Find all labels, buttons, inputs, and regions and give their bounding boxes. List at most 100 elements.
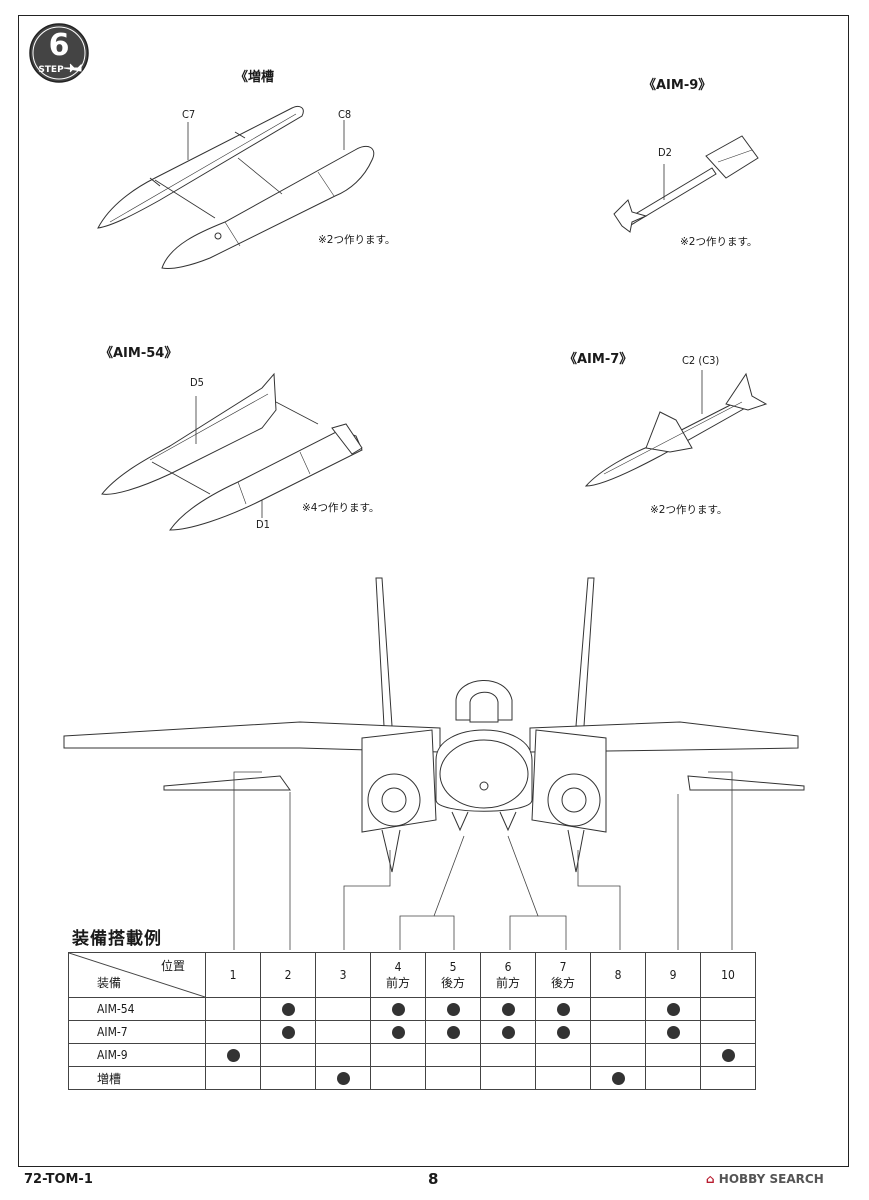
table-cell (260, 997, 316, 1021)
part-label-d2: D2 (658, 146, 672, 159)
note-drop-tank: ※2つ作ります。 (318, 234, 396, 246)
table-cell (205, 997, 261, 1021)
note-aim9: ※2つ作ります。 (680, 236, 758, 248)
note-aim7: ※2つ作ります。 (650, 504, 728, 516)
table-cell (425, 1020, 481, 1044)
table-cell (700, 997, 756, 1021)
table-cell (645, 1066, 701, 1090)
loadout-mark-icon (666, 1026, 680, 1039)
table-cell (315, 997, 371, 1021)
step-badge: 6 STEP (28, 22, 90, 84)
table-cell (535, 1043, 591, 1067)
table-cell (645, 997, 701, 1021)
column-header: 9 (645, 952, 701, 998)
f14-front-view (63, 577, 805, 873)
table-cell (260, 1066, 316, 1090)
station-leader-lines (233, 771, 733, 950)
table-cell (425, 1043, 481, 1067)
column-header: 10 (700, 952, 756, 998)
section-title-aim54: 《AIM-54》 (100, 346, 178, 361)
part-label-c2: C2 (C3) (682, 354, 720, 367)
table-cell (535, 1020, 591, 1044)
loadout-mark-icon (446, 1026, 460, 1039)
table-row: AIM-7 (68, 1020, 756, 1044)
table-cell (645, 1043, 701, 1067)
table-cell (425, 997, 481, 1021)
table-cell (315, 1043, 371, 1067)
table-cell (700, 1020, 756, 1044)
corner-diagonal (69, 953, 205, 997)
step-label: STEP (38, 65, 64, 75)
loadout-mark-icon (721, 1049, 735, 1062)
corner-position-label: 位置 (160, 959, 185, 973)
step-badge-icon: 6 STEP (29, 23, 89, 83)
table-cell (480, 1066, 536, 1090)
loadout-mark-icon (556, 1003, 570, 1016)
loadout-mark-icon (391, 1003, 405, 1016)
table-cell (370, 1066, 426, 1090)
product-code: 72-TOM-1 (24, 1172, 93, 1187)
section-title-aim9: 《AIM-9》 (643, 78, 712, 93)
column-header: 2 (260, 952, 316, 998)
aim54-d1 (169, 423, 363, 531)
aim9-missile (613, 135, 759, 233)
table-cell (370, 997, 426, 1021)
row-equipment-name: 増槽 (68, 1066, 206, 1090)
note-aim54: ※4つ作ります。 (302, 502, 380, 514)
column-header: 8 (590, 952, 646, 998)
section-title-aim7: 《AIM-7》 (564, 352, 633, 367)
table-cell (535, 997, 591, 1021)
watermark-logo-icon: ⌂ (706, 1172, 715, 1186)
step-number: 6 (49, 28, 70, 63)
table-cell (205, 1020, 261, 1044)
table-cell (480, 1043, 536, 1067)
table-cell (590, 1020, 646, 1044)
part-label-d1: D1 (256, 518, 270, 531)
table-cell (370, 1020, 426, 1044)
table-row: AIM-9 (68, 1043, 756, 1067)
loadout-mark-icon (391, 1026, 405, 1039)
aim7-missile (584, 370, 768, 487)
table-cell (700, 1043, 756, 1067)
table-row: AIM-54 (68, 997, 756, 1021)
page-frame (18, 15, 849, 1167)
table-cell (590, 997, 646, 1021)
loadout-mark-icon (501, 1003, 515, 1016)
aim54-d5 (101, 372, 277, 495)
jet-silhouette-icon (63, 63, 82, 73)
page-number: 8 (428, 1170, 439, 1188)
part-label-c7: C7 (182, 108, 196, 121)
column-header: 1 (205, 952, 261, 998)
loadout-mark-icon (336, 1072, 350, 1085)
loadout-mark-icon (556, 1026, 570, 1039)
table-corner-cell: 位置 装備 (68, 952, 206, 998)
row-equipment-name: AIM-7 (68, 1020, 206, 1044)
loadout-table-title: 装備搭載例 (72, 929, 162, 949)
table-cell (535, 1066, 591, 1090)
loadout-mark-icon (501, 1026, 515, 1039)
row-equipment-name: AIM-9 (68, 1043, 206, 1067)
corner-equipment-label: 装備 (97, 976, 122, 990)
table-cell (260, 1020, 316, 1044)
section-title-drop-tank: 《増槽 (235, 70, 275, 85)
loadout-mark-icon (281, 1026, 295, 1039)
row-equipment-name: AIM-54 (68, 997, 206, 1021)
table-cell (370, 1043, 426, 1067)
table-cell (315, 1066, 371, 1090)
loadout-mark-icon (666, 1003, 680, 1016)
loadout-mark-icon (611, 1072, 625, 1085)
loadout-mark-icon (446, 1003, 460, 1016)
table-cell (205, 1043, 261, 1067)
table-cell (260, 1043, 316, 1067)
watermark: ⌂ HOBBY SEARCH (706, 1172, 824, 1186)
drop-tank-c7 (97, 105, 304, 229)
table-cell (700, 1066, 756, 1090)
table-cell (590, 1066, 646, 1090)
part-label-d5: D5 (190, 376, 204, 389)
